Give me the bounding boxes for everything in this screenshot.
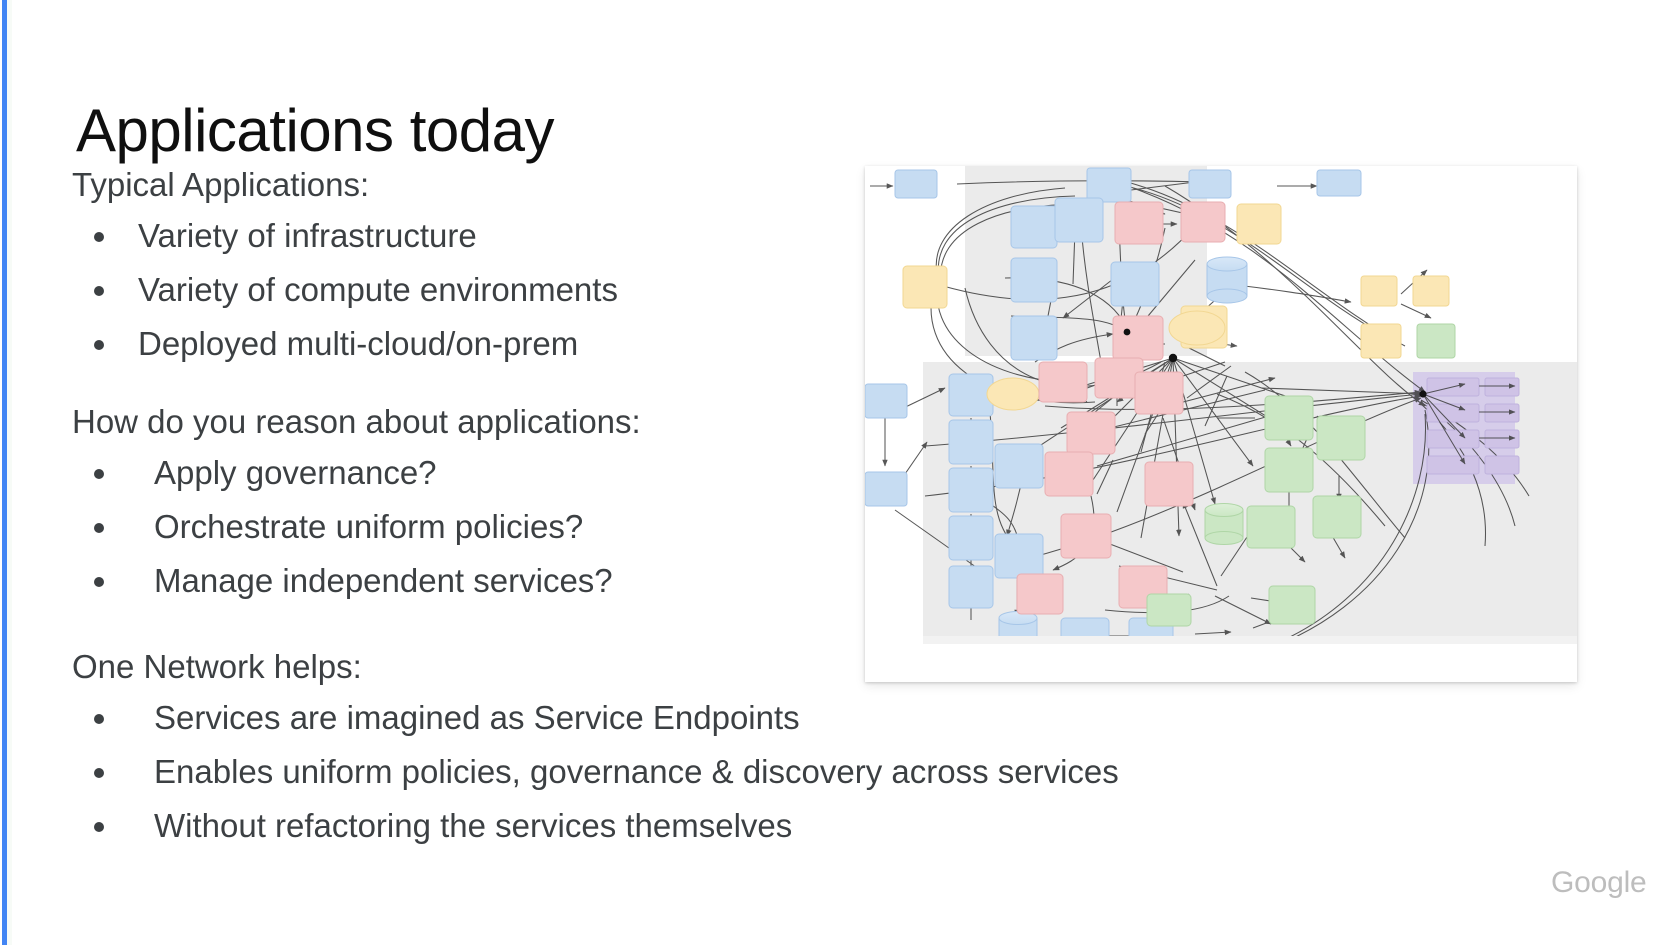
node-blue: [1110, 261, 1160, 307]
node-blue: [948, 565, 994, 609]
dependency-graph-svg: [865, 166, 1577, 682]
node-blue: [948, 419, 994, 465]
node-red: [1134, 371, 1184, 415]
node-blue: [948, 373, 994, 417]
node-blue: [1086, 167, 1132, 203]
section-one-network-helps: One Network helps: Services are imagined…: [72, 642, 1119, 853]
node-red: [1112, 315, 1164, 361]
bullet-list: Services are imagined as Service Endpoin…: [72, 691, 1119, 853]
bullet-dot-icon: [94, 340, 104, 350]
bullet-dot-icon: [94, 232, 104, 242]
node-blue: [1010, 205, 1058, 249]
node-green: [1264, 447, 1314, 493]
node-blue: [948, 467, 994, 513]
node-group-purple: [1426, 377, 1520, 475]
page-title: Applications today: [76, 97, 554, 165]
node-blue: [1010, 315, 1058, 361]
node-red: [1016, 573, 1064, 615]
list-item: Without refactoring the services themsel…: [72, 799, 832, 853]
node-green: [1264, 395, 1314, 441]
section-spacer: [72, 371, 832, 397]
section-heading: One Network helps:: [72, 648, 362, 685]
node-green: [1316, 415, 1366, 461]
node-yellow: [1236, 203, 1282, 245]
node-red: [1066, 411, 1116, 455]
hub-dot: [1419, 390, 1427, 398]
node-database-cylinder-blue: [1206, 256, 1248, 304]
section-heading: Typical Applications:: [72, 166, 370, 203]
node-yellow: [902, 265, 948, 309]
bullet-list: Apply governance? Orchestrate uniform po…: [72, 446, 832, 608]
bullet-dot-icon: [94, 577, 104, 587]
node-yellow-ellipse: [1168, 310, 1226, 346]
bullet-dot-icon: [94, 523, 104, 533]
list-item-label: Enables uniform policies, governance & d…: [154, 753, 1119, 790]
list-item-label: Services are imagined as Service Endpoin…: [154, 699, 800, 736]
node-red: [1114, 201, 1164, 245]
left-accent-stripe-inner: [7, 0, 12, 945]
section-heading: How do you reason about applications:: [72, 403, 641, 440]
list-item: Manage independent services?: [72, 554, 832, 608]
node-yellow: [1360, 323, 1402, 359]
node-blue: [1010, 257, 1058, 303]
bullet-dot-icon: [94, 822, 104, 832]
section-spacer: [72, 608, 832, 642]
node-database-cylinder-green: [1204, 503, 1244, 545]
node-yellow: [1412, 275, 1450, 307]
node-blue: [994, 443, 1044, 489]
list-item-label: Variety of compute environments: [138, 271, 618, 308]
bullet-dot-icon: [94, 768, 104, 778]
node-green: [1312, 495, 1362, 539]
node-green: [1268, 585, 1316, 625]
list-item: Orchestrate uniform policies?: [72, 500, 832, 554]
node-red: [1038, 361, 1088, 403]
section-typical-applications: Typical Applications: Variety of infrast…: [72, 160, 832, 371]
node-blue: [994, 533, 1044, 579]
node-yellow-ellipse: [986, 377, 1040, 411]
hub-dot: [1168, 353, 1178, 363]
section-how-do-you-reason: How do you reason about applications: Ap…: [72, 397, 832, 608]
node-red: [1180, 201, 1226, 243]
application-dependency-graph-image: [865, 166, 1577, 682]
node-blue: [1188, 169, 1232, 199]
node-green: [1146, 593, 1192, 627]
node-green: [1246, 505, 1296, 549]
bullet-dot-icon: [94, 714, 104, 724]
list-item: Variety of compute environments: [72, 263, 832, 317]
purple-fanout-edges: [1422, 382, 1516, 465]
node-blue: [948, 515, 994, 561]
node-blue: [894, 169, 938, 199]
list-item: Deployed multi-cloud/on-prem: [72, 317, 832, 371]
node-blue: [1054, 197, 1104, 243]
node-red: [1044, 451, 1094, 497]
list-item-label: Manage independent services?: [154, 562, 613, 599]
node-red: [1060, 513, 1112, 559]
list-item: Services are imagined as Service Endpoin…: [72, 691, 832, 745]
bullet-dot-icon: [94, 286, 104, 296]
list-item-label: Apply governance?: [154, 454, 437, 491]
google-wordmark: Google: [1551, 866, 1647, 899]
slide-body-content: Typical Applications: Variety of infrast…: [72, 160, 1119, 853]
node-red: [1144, 461, 1194, 507]
list-item-label: Without refactoring the services themsel…: [154, 807, 793, 844]
node-blue: [865, 471, 908, 507]
bullet-dot-icon: [94, 469, 104, 479]
list-item: Apply governance?: [72, 446, 832, 500]
node-blue: [1316, 169, 1362, 197]
list-item-label: Variety of infrastructure: [138, 217, 477, 254]
left-accent-stripe: [2, 0, 7, 945]
list-item: Variety of infrastructure: [72, 209, 832, 263]
hub-dot: [1123, 328, 1131, 336]
node-blue: [865, 383, 908, 419]
node-yellow: [1360, 275, 1398, 307]
bullet-list: Variety of infrastructure Variety of com…: [72, 209, 832, 371]
graph-nodes: [865, 167, 1520, 651]
list-item-label: Deployed multi-cloud/on-prem: [138, 325, 579, 362]
list-item: Enables uniform policies, governance & d…: [72, 745, 1119, 799]
list-item-label: Orchestrate uniform policies?: [154, 508, 584, 545]
node-green: [1416, 323, 1456, 359]
